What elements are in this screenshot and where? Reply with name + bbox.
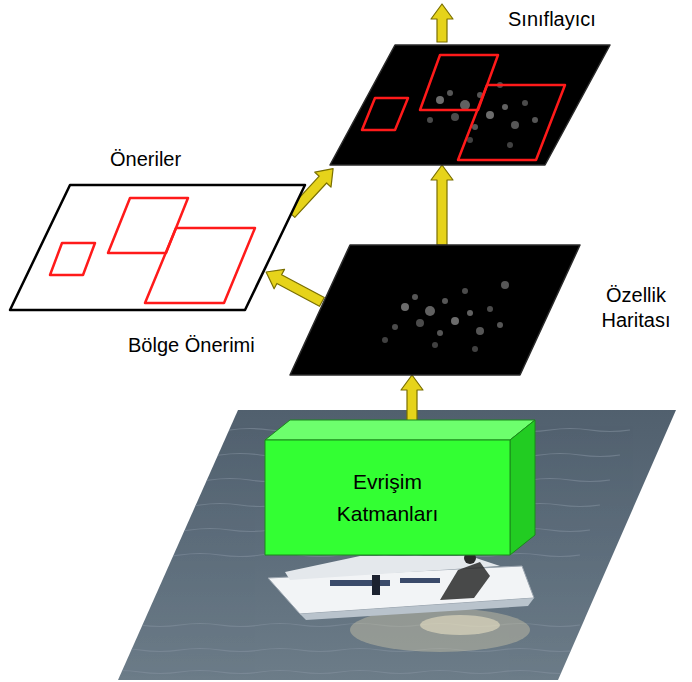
feature-blob	[472, 346, 478, 352]
feature-blob	[412, 294, 418, 300]
box-front	[265, 440, 510, 555]
boat	[268, 552, 534, 620]
feature-map: Özellik Haritası	[290, 245, 580, 375]
region-box	[50, 243, 95, 275]
feature-blob	[501, 281, 509, 289]
proposals-map: Öneriler	[10, 185, 305, 310]
edge-label: Bölge Önerimi	[128, 333, 255, 358]
map-outline	[290, 245, 580, 375]
node-shape	[330, 45, 610, 165]
sea-photo	[118, 410, 676, 680]
region-box	[420, 55, 498, 110]
feature-blob	[382, 337, 388, 343]
stage-label: Sınıflayıcı	[508, 7, 596, 32]
region-box	[145, 228, 255, 303]
feature-blob	[416, 319, 424, 327]
feature-blob	[467, 137, 473, 143]
feature-blob	[451, 113, 459, 121]
feature-blob	[532, 117, 538, 123]
feature-blob	[497, 322, 503, 328]
feature-blob	[462, 288, 468, 294]
feature-blob	[436, 96, 444, 104]
map-outline	[330, 45, 610, 165]
feature-blob	[467, 310, 473, 316]
feature-blob	[447, 90, 453, 96]
classifier-map: Sınıflayıcı	[330, 45, 610, 165]
feature-blob	[486, 111, 494, 119]
feature-blob	[401, 303, 409, 311]
feature-blob	[451, 317, 459, 325]
node-shape	[290, 245, 580, 375]
region-box	[108, 198, 188, 253]
region-box	[362, 98, 408, 130]
box-side	[510, 420, 535, 555]
feature-blob	[442, 298, 448, 304]
feature-blob	[392, 324, 398, 330]
node-shape	[10, 185, 305, 310]
feature-blob	[432, 342, 438, 348]
layer-label: Evrişim Katmanları	[323, 466, 453, 529]
feature-blob	[425, 306, 435, 316]
box-top	[265, 420, 535, 440]
feature-blob	[522, 100, 528, 106]
feature-blob	[437, 330, 443, 336]
feature-blob	[507, 142, 513, 148]
output-arrow	[431, 4, 453, 42]
feature-blob	[502, 104, 508, 110]
feature-blob	[487, 306, 493, 312]
flow-arrow	[431, 165, 453, 245]
map-outline	[10, 185, 305, 310]
stage-label: Öneriler	[110, 147, 181, 172]
flow-arrow	[401, 375, 423, 421]
sea-ripples	[100, 429, 630, 674]
feature-blob	[427, 117, 433, 123]
region-box	[458, 85, 565, 160]
flow-arrow	[266, 269, 324, 306]
feature-blob	[460, 100, 470, 110]
feature-blob	[511, 121, 519, 129]
text-area: Evrişim Katmanları	[265, 440, 510, 555]
conv-layers-box: Evrişim Katmanları	[265, 420, 540, 560]
stage-label: Özellik Haritası	[590, 283, 682, 333]
feature-blob	[476, 327, 484, 335]
